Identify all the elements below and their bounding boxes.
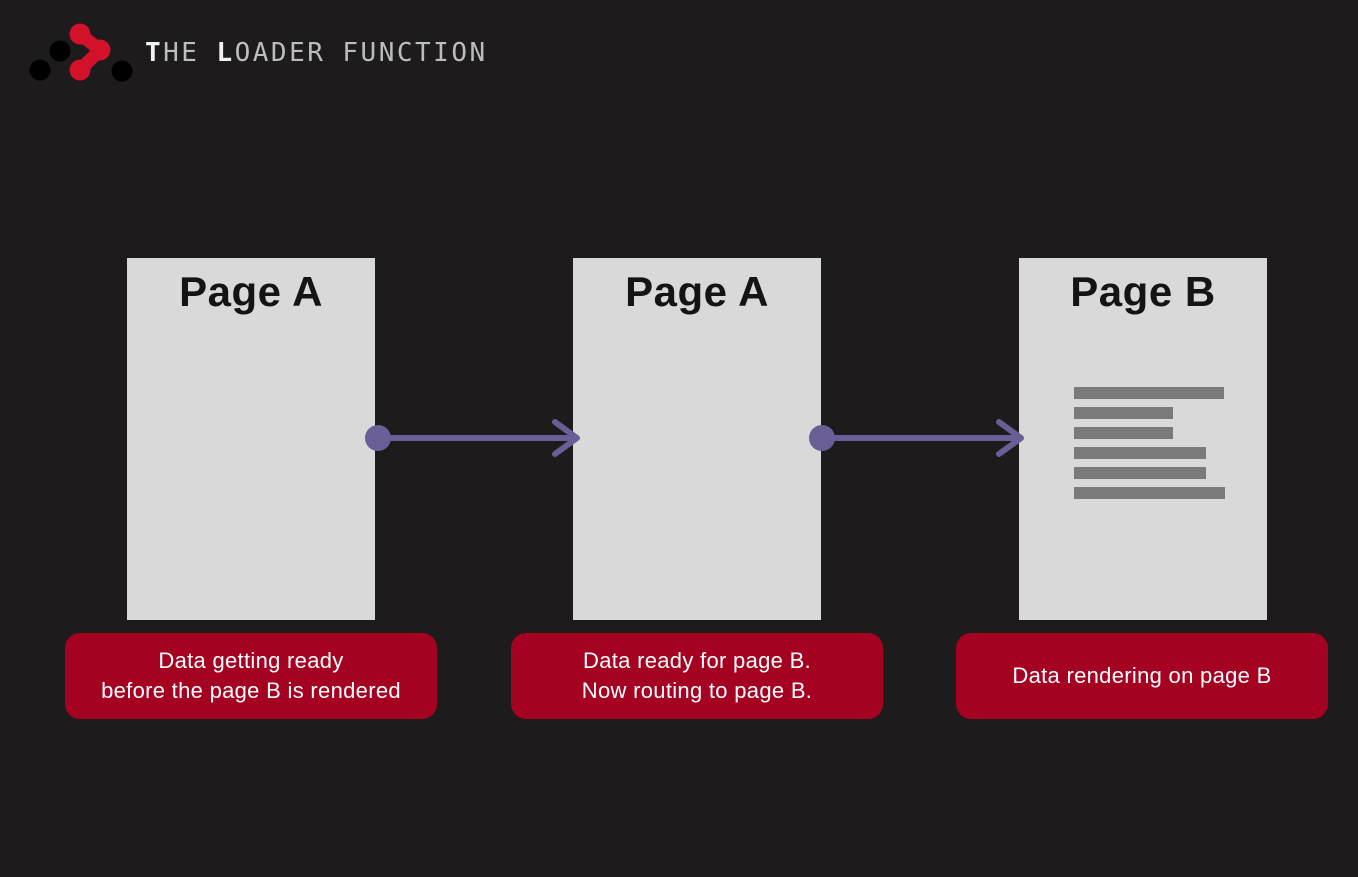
skeleton-text-line	[1074, 487, 1225, 499]
page-card-step-3: Page B	[1019, 258, 1267, 620]
page-card-step-1: Page A	[127, 258, 375, 620]
page-title: Page A	[179, 268, 323, 315]
header-title-word: LOADER	[216, 38, 326, 68]
caption-line: Data ready for page B.	[583, 648, 811, 673]
skeleton-text-line	[1074, 467, 1206, 479]
header-title-word: FUNCTION	[342, 38, 488, 68]
caption-box-step-2: Data ready for page B. Now routing to pa…	[511, 633, 883, 719]
caption-line: Data getting ready	[158, 648, 344, 673]
skeleton-text-line	[1074, 447, 1206, 459]
caption-line: Data rendering on page B	[1012, 663, 1272, 688]
threaded-dots-logo-icon	[29, 23, 133, 82]
skeleton-text-line	[1074, 387, 1224, 399]
skeleton-text-line	[1074, 427, 1173, 439]
dot-arrow-connector-icon	[365, 419, 580, 457]
skeleton-text-line	[1074, 407, 1173, 419]
header-title-word: THE	[145, 38, 200, 68]
page-title: Page B	[1070, 268, 1216, 315]
caption-box-step-3: Data rendering on page B	[956, 633, 1328, 719]
caption-box-step-1: Data getting ready before the page B is …	[65, 633, 437, 719]
caption-line: before the page B is rendered	[101, 678, 401, 703]
page-title: Page A	[625, 268, 769, 315]
header-title: THE LOADER FUNCTION	[145, 38, 488, 68]
caption-line: Now routing to page B.	[581, 678, 813, 703]
page-content-skeleton	[1074, 387, 1225, 507]
dot-arrow-connector-icon	[809, 419, 1024, 457]
page-card-step-2: Page A	[573, 258, 821, 620]
